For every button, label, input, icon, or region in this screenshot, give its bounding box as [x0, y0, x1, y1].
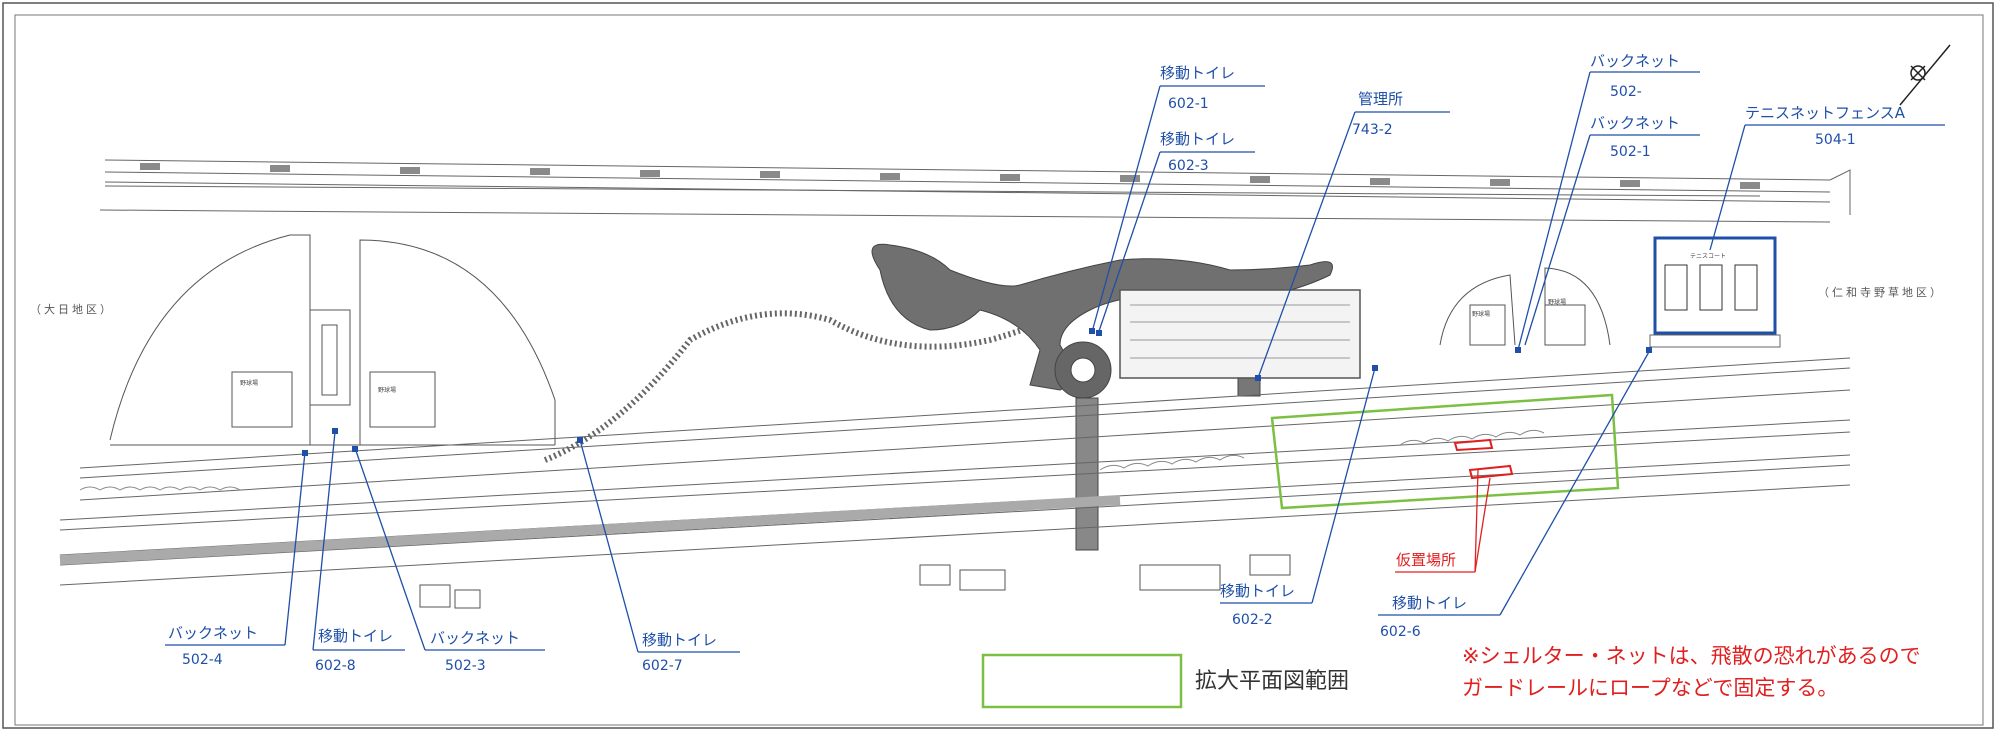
- top-road-hatches: [140, 163, 1760, 189]
- tennis-504-1-code: 504-1: [1815, 132, 1856, 148]
- area-label-right: （仁和寺野草地区）: [1818, 286, 1944, 299]
- temp-storage-leader: [1395, 469, 1491, 573]
- field-b-label: 野球場: [378, 386, 396, 394]
- toilet-602-7-code: 602-7: [642, 658, 683, 674]
- note-line-2: ガードレールにロープなどで固定する。: [1462, 676, 1838, 700]
- field-d-label: 野球場: [1548, 298, 1566, 306]
- baseball-fields-left: [109, 234, 556, 446]
- enlarged-plan-range: [1270, 393, 1620, 510]
- legend-label: 拡大平面図範囲: [1195, 669, 1349, 694]
- baseball-fields-right: [1439, 267, 1611, 346]
- toilet-602-3-title: 移動トイレ: [1160, 130, 1235, 148]
- toilet-602-8-title: 移動トイレ: [318, 627, 393, 645]
- toilet-602-2-title: 移動トイレ: [1220, 582, 1295, 600]
- field-a-label: 野球場: [240, 379, 258, 387]
- backnet-502-1-title: バックネット: [1590, 114, 1680, 132]
- toilet-602-6-code: 602-6: [1380, 624, 1421, 640]
- backnet-502-code: 502-: [1610, 84, 1642, 100]
- toilet-602-7-title: 移動トイレ: [642, 631, 717, 649]
- temp-storage-marks: [1453, 438, 1514, 480]
- top-road: [99, 159, 1851, 223]
- note-line-1: ※シェルター・ネットは、飛散の恐れがあるので: [1462, 644, 1921, 668]
- office-743-2-code: 743-2: [1352, 122, 1393, 138]
- toilet-602-3-code: 602-3: [1168, 158, 1209, 174]
- backnet-502-title: バックネット: [1590, 52, 1680, 70]
- toilet-602-1-title: 移動トイレ: [1160, 64, 1235, 82]
- buildings: [419, 554, 1291, 609]
- temp-storage-title: 仮置場所: [1396, 551, 1456, 569]
- office-743-2-title: 管理所: [1358, 90, 1403, 108]
- pond: [871, 243, 1333, 399]
- backnet-502-1-code: 502-1: [1610, 144, 1651, 160]
- winding-path: [543, 297, 1083, 463]
- parking-lot: [1119, 289, 1361, 397]
- backnet-502-3-code: 502-3: [445, 658, 486, 674]
- north-arrow-icon: [1899, 44, 1951, 106]
- toilet-602-2-code: 602-2: [1232, 612, 1273, 628]
- backnet-502-4-code: 502-4: [182, 652, 223, 668]
- field-c-label: 野球場: [1472, 310, 1490, 318]
- tennis-504-1-title: テニスネットフェンスA: [1745, 104, 1906, 122]
- tennis-court-label: テニスコート: [1690, 253, 1726, 260]
- road-embankment-scallops: [79, 429, 1545, 491]
- toilet-602-1-code: 602-1: [1168, 96, 1209, 112]
- area-label-left: （大日地区）: [30, 302, 114, 316]
- toilet-602-6-title: 移動トイレ: [1392, 594, 1467, 612]
- toilet-602-8-code: 602-8: [315, 658, 356, 674]
- inner-frame: [14, 14, 1984, 726]
- target-markers: [302, 328, 1652, 456]
- wide-road: [59, 495, 1121, 565]
- backnet-502-3-title: バックネット: [430, 629, 520, 647]
- tennis-court: [1649, 236, 1781, 348]
- backnet-502-4-title: バックネット: [168, 624, 258, 642]
- legend-swatch: [981, 653, 1183, 709]
